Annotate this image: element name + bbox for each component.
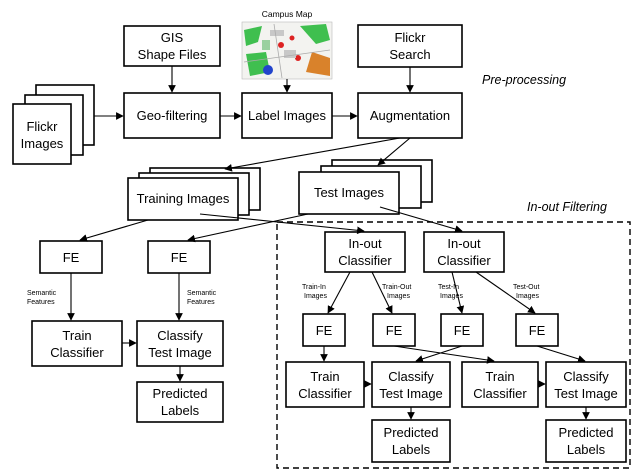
classify-test-image-left-line2: Test Image: [148, 345, 212, 360]
edge-inout2-test-out: [475, 271, 536, 314]
training-images-box: [127, 177, 239, 221]
predicted-labels-inout-1-line1: Predicted: [384, 425, 439, 440]
train-out-label-line2: Images: [387, 293, 410, 300]
test-images-label: Test Images: [314, 185, 385, 200]
inout-filtering-region: [276, 221, 631, 469]
geo-filtering-label: Geo-filtering: [137, 108, 208, 123]
train-classifier-box-inout-1: [285, 361, 365, 408]
fe-label-inout-1: FE: [316, 323, 333, 338]
train-in-label-line1: Train-In: [302, 284, 326, 291]
train-classifier-inout-1-line1: Train: [310, 369, 339, 384]
flickr-images-line1: Flickr: [26, 119, 58, 134]
test-out-label-line2: Images: [516, 293, 539, 300]
semantic-features-left-line1: Semantic: [27, 290, 57, 297]
fe-box-left-2: [147, 240, 211, 274]
augmentation-label: Augmentation: [370, 108, 450, 123]
train-classifier-inout-2-line2: Classifier: [473, 386, 527, 401]
edge-aug-to-test: [377, 137, 411, 166]
train-in-label-line2: Images: [304, 293, 327, 300]
fe-box-left-1: [39, 240, 103, 274]
classify-test-image-inout-1-line1: Classify: [388, 369, 434, 384]
test-images-box: [298, 171, 400, 215]
fe-label-left-1: FE: [63, 250, 80, 265]
semantic-features-left-line2: Features: [27, 299, 55, 306]
training-images-label: Training Images: [137, 191, 230, 206]
train-classifier-left-line1: Train: [62, 328, 91, 343]
predicted-labels-left-line1: Predicted: [153, 386, 208, 401]
flickr-search-box: [357, 24, 463, 68]
train-classifier-left-line2: Classifier: [50, 345, 104, 360]
gis-label-line1: GIS: [161, 30, 184, 45]
label-images-label: Label Images: [248, 108, 327, 123]
test-out-label-line1: Test-Out: [513, 284, 540, 291]
test-in-label-line1: Test-In: [438, 284, 459, 291]
edge-test-to-fe: [187, 213, 309, 243]
augmentation-box: [357, 92, 463, 139]
campus-map-image: [241, 21, 333, 80]
gis-label-line2: Shape Files: [138, 47, 207, 62]
predicted-labels-inout-2-line1: Predicted: [559, 425, 614, 440]
classify-test-image-left-line1: Classify: [157, 328, 203, 343]
semantic-features-right-line1: Semantic: [187, 290, 217, 297]
inout-classifier-2-line2: Classifier: [437, 253, 491, 268]
geo-filtering-box: [123, 92, 221, 139]
classify-test-image-box-inout-2: [545, 361, 627, 408]
inout-classifier-2-line1: In-out: [447, 236, 481, 251]
classify-test-image-box-inout-1: [371, 361, 451, 408]
inout-classifier-box-1: [324, 231, 406, 273]
edge-test-to-inout: [379, 206, 463, 233]
classify-test-image-box-left: [136, 320, 224, 367]
flickr-search-line1: Flickr: [394, 30, 426, 45]
fe-label-inout-3: FE: [454, 323, 471, 338]
inout-classifier-box-2: [423, 231, 505, 273]
predicted-labels-left-line2: Labels: [161, 403, 200, 418]
edge-inout2-test-in: [451, 271, 465, 314]
inout-classifier-1-line2: Classifier: [338, 253, 392, 268]
predicted-labels-inout-2-line2: Labels: [567, 442, 606, 457]
test-in-label-line2: Images: [440, 293, 463, 300]
edge-training-to-inout: [199, 213, 365, 235]
edge-fe2-to-train2: [393, 345, 495, 364]
semantic-features-right-line2: Features: [187, 299, 215, 306]
classify-test-image-inout-1-line2: Test Image: [379, 386, 443, 401]
edge-fe3-to-classify1: [415, 345, 463, 363]
fe-box-inout-2: [372, 313, 416, 347]
fe-box-inout-3: [440, 313, 484, 347]
train-classifier-inout-2-line1: Train: [485, 369, 514, 384]
train-out-label-line1: Train-Out: [382, 284, 411, 291]
edge-inout1-train-in: [327, 271, 351, 314]
classify-test-image-inout-2-line2: Test Image: [554, 386, 618, 401]
flickr-search-line2: Search: [389, 47, 430, 62]
edge-training-to-fe: [79, 219, 149, 242]
edge-inout1-train-out: [371, 271, 393, 314]
fe-label-inout-2: FE: [386, 323, 403, 338]
campus-map-caption: Campus Map: [262, 9, 313, 19]
train-classifier-box-left: [31, 320, 123, 367]
fe-label-left-2: FE: [171, 250, 188, 265]
predicted-labels-box-inout-1: [371, 419, 451, 463]
predicted-labels-box-inout-2: [545, 419, 627, 463]
edge-aug-to-training: [224, 137, 401, 172]
inout-filtering-section-title: In-out Filtering: [527, 200, 607, 214]
label-images-box: [241, 92, 333, 139]
edges: [67, 66, 590, 420]
edge-fe4-to-classify2: [536, 345, 586, 363]
preprocessing-section-title: Pre-processing: [482, 73, 566, 87]
inout-classifier-1-line1: In-out: [348, 236, 382, 251]
train-classifier-inout-1-line2: Classifier: [298, 386, 352, 401]
fe-label-inout-4: FE: [529, 323, 546, 338]
predicted-labels-box-left: [136, 381, 224, 423]
flickr-images-line2: Images: [21, 136, 64, 151]
flickr-images-box: [12, 103, 72, 165]
classify-test-image-inout-2-line1: Classify: [563, 369, 609, 384]
predicted-labels-inout-1-line2: Labels: [392, 442, 431, 457]
fe-box-inout-4: [515, 313, 559, 347]
